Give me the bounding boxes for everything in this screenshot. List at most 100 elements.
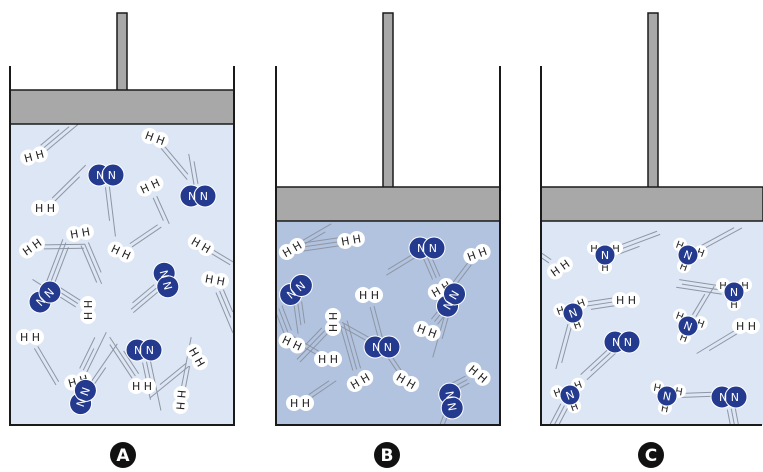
molecule-label: H H bbox=[359, 289, 379, 302]
molecule-h2: H H bbox=[201, 270, 229, 290]
molecule-label: H H bbox=[23, 148, 46, 166]
motion-streak bbox=[84, 243, 103, 285]
molecule-label: H bbox=[674, 386, 683, 398]
motion-streak bbox=[104, 187, 111, 221]
motion-streak bbox=[293, 302, 299, 334]
molecule-n2: N N bbox=[408, 236, 446, 260]
motion-streak bbox=[163, 145, 189, 175]
piston-plate-c bbox=[540, 186, 763, 222]
molecule-label: N N bbox=[612, 336, 632, 349]
molecule-label: N N bbox=[74, 386, 93, 409]
molecule-h2: H H bbox=[80, 296, 96, 324]
molecule-n2: N N bbox=[69, 378, 97, 416]
motion-streak bbox=[695, 286, 715, 318]
molecule-h2: H H bbox=[128, 378, 156, 394]
molecule-label: H H bbox=[290, 397, 310, 410]
motion-streak bbox=[109, 336, 136, 377]
molecule-h2: H H bbox=[286, 395, 314, 411]
motion-streak bbox=[123, 350, 140, 375]
motion-streak bbox=[130, 287, 158, 310]
motion-streak bbox=[555, 323, 569, 370]
motion-streak bbox=[549, 403, 562, 425]
motion-streak bbox=[696, 330, 735, 354]
motion-streak bbox=[133, 290, 160, 314]
motion-streak bbox=[679, 395, 717, 399]
molecule-label: H H bbox=[173, 389, 188, 410]
molecule-label: N N bbox=[134, 344, 154, 357]
motion-streak bbox=[193, 161, 199, 184]
motion-streak bbox=[346, 320, 362, 369]
molecule-n2: N N bbox=[28, 280, 62, 314]
motion-streak bbox=[296, 330, 326, 360]
motion-streak bbox=[156, 195, 170, 225]
motion-streak bbox=[131, 226, 162, 248]
molecule-label: N N bbox=[719, 391, 739, 404]
molecule-label: H H bbox=[318, 353, 338, 366]
molecule-n2: N N bbox=[438, 382, 464, 420]
molecule-h2: H H bbox=[16, 329, 44, 345]
molecule-label: H H bbox=[415, 322, 438, 341]
motion-streak bbox=[617, 245, 640, 256]
motion-streak bbox=[37, 346, 60, 382]
motion-streak bbox=[45, 124, 80, 152]
container-label-a: A bbox=[116, 446, 130, 466]
motion-streak bbox=[580, 346, 611, 375]
molecule-label: N N bbox=[96, 169, 116, 182]
molecule-label: H H bbox=[69, 225, 91, 241]
piston-rod-c bbox=[647, 12, 659, 189]
motion-streaks-c bbox=[541, 227, 743, 425]
molecule-label: N N bbox=[442, 390, 458, 412]
molecule-label: H H bbox=[20, 331, 40, 344]
container-label-b: B bbox=[381, 446, 394, 466]
motion-streak bbox=[340, 327, 354, 371]
motion-streak bbox=[730, 408, 735, 425]
molecule-h2: H H bbox=[31, 200, 59, 216]
motion-streak bbox=[299, 333, 328, 363]
motion-streak bbox=[541, 252, 552, 261]
motion-streak bbox=[45, 239, 64, 285]
piston-plate-b bbox=[275, 186, 501, 222]
molecule-h2: H H bbox=[612, 292, 640, 308]
motion-streak bbox=[129, 224, 158, 245]
motion-streak bbox=[584, 297, 614, 303]
molecule-h2: H H bbox=[346, 370, 374, 392]
label-badge-a: A bbox=[110, 442, 136, 468]
container-wall-b bbox=[275, 66, 501, 426]
molecule-label: H bbox=[719, 281, 727, 292]
molecule-label: H H bbox=[132, 380, 152, 393]
molecule-label: H bbox=[678, 332, 689, 345]
motion-streak bbox=[616, 233, 661, 252]
motion-streak bbox=[86, 331, 107, 373]
motion-streak bbox=[456, 264, 472, 284]
molecule-label: H bbox=[612, 244, 620, 255]
motion-streak bbox=[679, 279, 723, 287]
motion-streak bbox=[699, 227, 743, 252]
molecule-label: H bbox=[695, 247, 706, 260]
motion-streak bbox=[734, 407, 740, 425]
molecule-label: H bbox=[572, 319, 583, 332]
molecule-label: H bbox=[601, 263, 609, 274]
motion-streak bbox=[87, 242, 102, 273]
molecule-n2: N N bbox=[125, 338, 163, 362]
molecule-label: H bbox=[590, 244, 598, 255]
molecule-h2: H H bbox=[413, 320, 441, 342]
molecule-n2: N N bbox=[279, 274, 313, 306]
container-wall-a bbox=[9, 66, 235, 426]
molecule-label: N N bbox=[417, 242, 437, 255]
piston-rod-a bbox=[116, 12, 128, 92]
molecule-label: H H bbox=[466, 245, 489, 264]
motion-streak bbox=[48, 242, 67, 286]
motion-streak bbox=[561, 324, 573, 364]
motion-streak bbox=[54, 176, 80, 202]
motion-streak bbox=[109, 344, 133, 379]
molecule-label: N bbox=[601, 249, 609, 262]
motion-streak bbox=[590, 349, 614, 372]
container-label-c: C bbox=[645, 446, 657, 466]
molecule-n2: N N bbox=[179, 184, 217, 208]
